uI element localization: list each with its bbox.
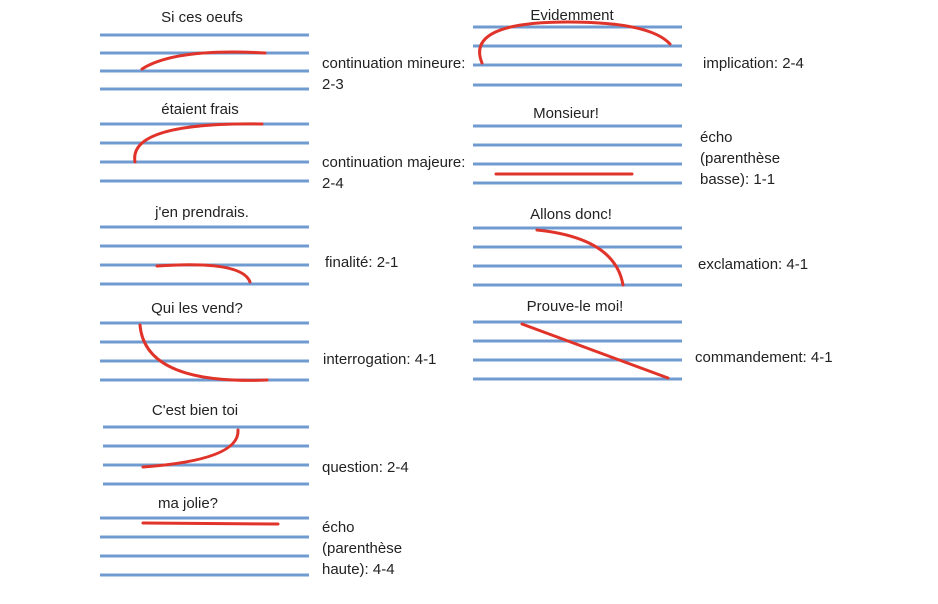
phrase-qui-les-vend: Qui les vend? bbox=[151, 300, 243, 317]
contour-etaient-frais bbox=[133, 122, 264, 164]
phrase-prouve-le-moi: Prouve-le moi! bbox=[526, 298, 624, 315]
phrase-cest-bien-toi: C'est bien toi bbox=[151, 402, 239, 419]
label-exclamation: exclamation: 4-1 bbox=[698, 256, 809, 273]
phrase-allons-donc: Allons donc! bbox=[530, 206, 612, 223]
contour-jen-prendrais bbox=[155, 263, 252, 284]
contour-prouve-le-moi bbox=[520, 322, 670, 380]
label-interrogation: interrogation: 4-1 bbox=[323, 351, 437, 368]
phrase-etaient-frais: étaient frais bbox=[161, 101, 239, 118]
phrase-monsieur: Monsieur! bbox=[533, 105, 599, 122]
phrase-ma-jolie: ma jolie? bbox=[157, 495, 219, 512]
contour-qui-les-vend bbox=[138, 323, 269, 382]
contour-ma-jolie bbox=[141, 521, 280, 526]
staff-lines bbox=[100, 25, 682, 577]
label-continuation-majeure: continuation majeure: 2-4 bbox=[322, 154, 466, 192]
phrase-jen-prendrais: j'en prendrais. bbox=[155, 204, 249, 221]
phrase-evidemment: Evidemment bbox=[530, 7, 614, 24]
label-continuation-mineure: continuation mineure: 2-3 bbox=[322, 55, 466, 93]
label-commandement: commandement: 4-1 bbox=[695, 349, 833, 366]
contour-si-ces-oeufs bbox=[140, 50, 267, 71]
contour-cest-bien-toi bbox=[141, 428, 240, 469]
label-echo-haute: écho (parenthèse haute): 4-4 bbox=[322, 519, 403, 578]
label-question: question: 2-4 bbox=[322, 459, 409, 476]
contour-evidemment bbox=[478, 20, 672, 65]
contour-allons-donc bbox=[535, 228, 625, 287]
phrase-si-ces-oeufs: Si ces oeufs bbox=[161, 9, 243, 26]
label-echo-basse: écho (parenthèse basse): 1-1 bbox=[700, 129, 781, 188]
label-implication: implication: 2-4 bbox=[703, 55, 804, 72]
label-finalite: finalité: 2-1 bbox=[325, 254, 399, 271]
contours bbox=[133, 20, 672, 526]
